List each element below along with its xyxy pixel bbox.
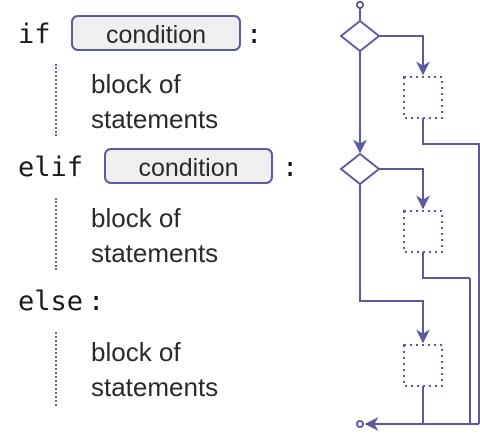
if-block-indent-dots [55,64,57,136]
elif-block-text: block of statements [91,201,218,271]
else-block-line2: statements [91,372,219,402]
elif-true-edge [379,168,430,210]
if-block-text: block of statements [91,67,218,137]
if-block-line2: statements [91,104,219,134]
elif-block-placeholder [403,210,443,253]
if-block-placeholder [403,76,443,119]
if-keyword: if [18,19,51,50]
end-terminal [356,420,364,428]
elif-decision-diamond [339,152,381,186]
if-condition-box: condition [71,15,241,51]
else-block-placeholder [403,344,443,387]
else-keyword: else [18,286,84,317]
if-colon: : [246,19,263,50]
else-colon: : [88,286,105,317]
elif-keyword: elif [18,152,84,183]
if-true-edge [379,35,430,76]
elif-block-line2: statements [91,238,219,268]
elif-exit-edge [422,252,470,279]
elif-colon: : [282,152,299,183]
elif-block-line1: block of [91,203,181,233]
else-block-text: block of statements [91,335,218,405]
elif-block-indent-dots [55,198,57,270]
elif-condition-box: condition [104,148,273,184]
if-decision-diamond [339,19,381,53]
if-exit-edge [422,118,480,424]
else-block-line1: block of [91,337,181,367]
start-terminal [356,1,364,9]
else-block-indent-dots [55,332,57,406]
if-block-line1: block of [91,69,181,99]
elif-false-edge [359,184,430,344]
